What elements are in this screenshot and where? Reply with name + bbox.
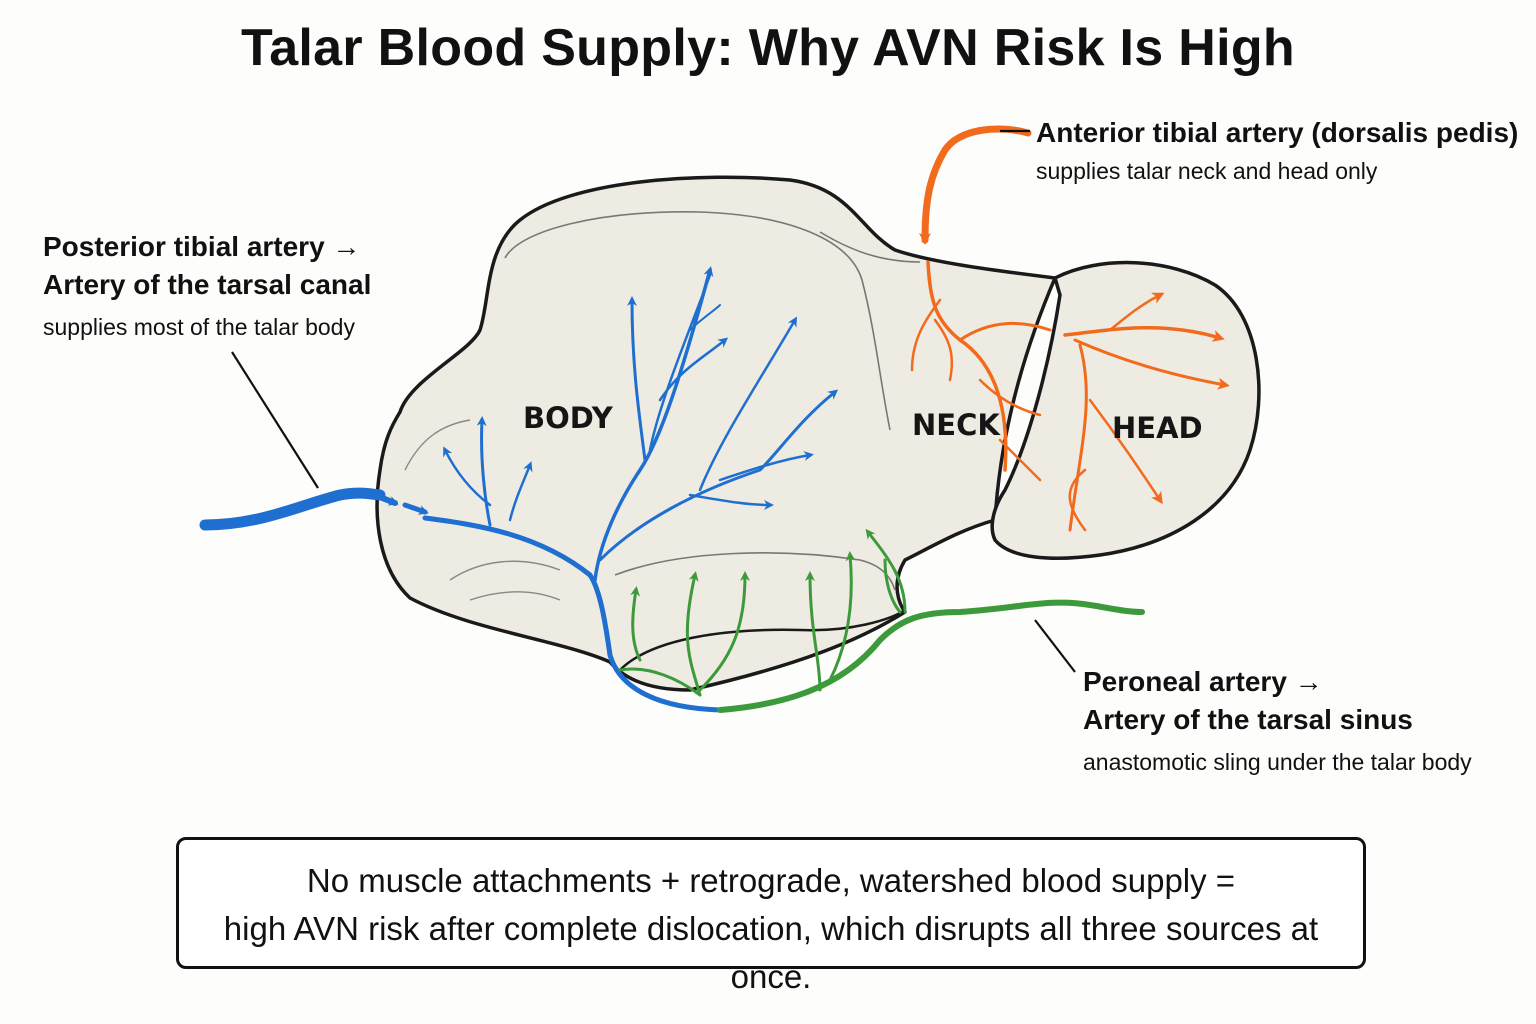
anterior-tibial-artery	[910, 125, 1230, 532]
dome-contour	[504, 211, 891, 431]
texture-line-1	[449, 560, 561, 581]
talar-head-outline	[990, 260, 1261, 560]
peroneal-artery	[618, 528, 1145, 713]
summary-line-1: No muscle attachments + retrograde, wate…	[306, 862, 1236, 899]
posterior-leader-line	[231, 351, 319, 489]
peroneal-leader-line	[1034, 619, 1076, 673]
posterior-tibial-artery	[199, 266, 839, 713]
posterior-tibial-line2: Artery of the tarsal canal	[43, 269, 372, 300]
anterior-tibial-name: Anterior tibial artery (dorsalis pedis)	[1036, 117, 1519, 148]
summary-box: No muscle attachments + retrograde, wate…	[176, 837, 1366, 995]
neck-contour	[819, 231, 921, 263]
peroneal-line1: Peroneal artery →	[1083, 666, 1323, 697]
diagram-title: Talar Blood Supply: Why AVN Risk Is High	[240, 19, 1295, 77]
posterior-tibial-line1: Posterior tibial artery →	[43, 231, 361, 262]
texture-line-3	[404, 419, 471, 471]
peroneal-label: Peroneal artery → Artery of the tarsal s…	[1083, 663, 1472, 779]
region-label-neck: NECK	[912, 408, 1000, 442]
posterior-tibial-supplies: supplies most of the talar body	[43, 314, 355, 340]
posterior-tibial-label: Posterior tibial artery → Artery of the …	[43, 228, 371, 344]
anterior-tibial-label: Anterior tibial artery (dorsalis pedis) …	[1036, 114, 1518, 188]
region-label-body: BODY	[523, 401, 613, 435]
peroneal-line2: Artery of the tarsal sinus	[1083, 704, 1413, 735]
region-label-head: HEAD	[1112, 411, 1203, 445]
peroneal-supplies: anastomotic sling under the talar body	[1083, 749, 1472, 775]
sinus-canal-outline	[619, 608, 906, 671]
anterior-tibial-supplies: supplies talar neck and head only	[1036, 158, 1378, 184]
summary-line-2: high AVN risk after complete dislocation…	[223, 910, 1319, 995]
texture-line-2	[469, 591, 561, 601]
